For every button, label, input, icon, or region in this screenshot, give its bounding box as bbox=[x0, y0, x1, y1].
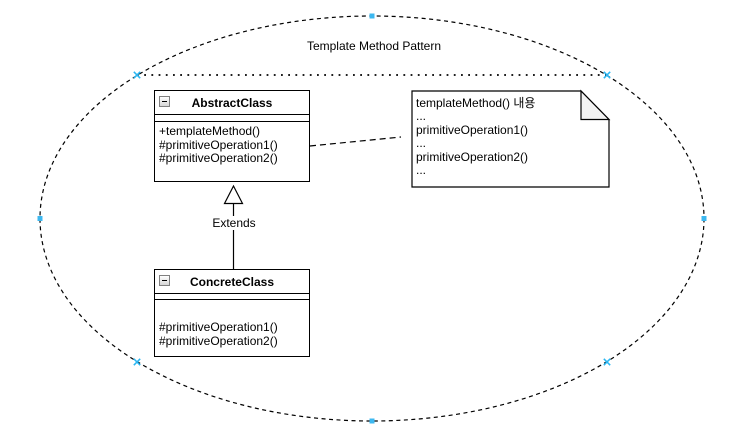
method-line: +templateMethod() bbox=[159, 124, 261, 138]
note-line: primitiveOperation1() bbox=[416, 122, 529, 137]
concrete-class-name: ConcreteClass bbox=[189, 274, 275, 289]
concrete-class-box[interactable]: ConcreteClass #primitiveOperation1() #pr… bbox=[154, 269, 310, 357]
connection-point-cross-top-left[interactable] bbox=[133, 71, 141, 79]
collapse-icon[interactable] bbox=[159, 275, 170, 286]
connection-point-cross-bottom-left[interactable] bbox=[133, 358, 141, 366]
note-shape[interactable] bbox=[411, 90, 610, 188]
connection-point-square-top[interactable] bbox=[369, 13, 375, 19]
collapse-icon[interactable] bbox=[159, 96, 170, 107]
concrete-class-methods: #primitiveOperation1() #primitiveOperati… bbox=[155, 300, 309, 348]
extends-label: Extends bbox=[203, 216, 265, 230]
concrete-class-fields-compartment bbox=[155, 294, 309, 300]
concrete-class-header: ConcreteClass bbox=[155, 270, 309, 294]
connection-point-cross-top-right[interactable] bbox=[603, 71, 611, 79]
minus-glyph bbox=[162, 101, 167, 102]
connection-point-squares bbox=[37, 13, 707, 424]
connection-point-square-left[interactable] bbox=[37, 216, 43, 221]
note-fold bbox=[580, 89, 611, 121]
abstract-class-name: AbstractClass bbox=[191, 95, 273, 110]
abstract-class-box[interactable]: AbstractClass +templateMethod() #primiti… bbox=[154, 90, 310, 182]
abstract-class-fields-compartment bbox=[155, 115, 309, 122]
connection-point-square-right[interactable] bbox=[701, 216, 707, 221]
method-line: #primitiveOperation1() bbox=[159, 320, 278, 334]
note-text[interactable]: templateMethod() 내용 ... primitiveOperati… bbox=[416, 96, 602, 178]
extends-arrowhead[interactable] bbox=[223, 184, 244, 205]
method-line: #primitiveOperation1() bbox=[159, 137, 278, 152]
note-line: ... bbox=[416, 163, 427, 178]
diagram-title: Template Method Pattern bbox=[306, 39, 442, 53]
note-connector-line[interactable] bbox=[309, 136, 402, 147]
note-line: templateMethod() 내용 bbox=[416, 96, 536, 110]
method-line: #primitiveOperation2() bbox=[159, 151, 278, 165]
connection-point-square-bottom[interactable] bbox=[369, 418, 375, 424]
method-line: #primitiveOperation2() bbox=[159, 333, 278, 348]
note-line: ... bbox=[416, 109, 427, 124]
note-line: ... bbox=[416, 136, 427, 151]
connection-point-cross-bottom-right[interactable] bbox=[603, 358, 611, 366]
note-line: primitiveOperation2() bbox=[416, 149, 529, 164]
abstract-class-methods: +templateMethod() #primitiveOperation1()… bbox=[155, 122, 309, 166]
abstract-class-header: AbstractClass bbox=[155, 91, 309, 115]
connection-point-crosses bbox=[133, 71, 611, 366]
minus-glyph bbox=[162, 280, 167, 281]
